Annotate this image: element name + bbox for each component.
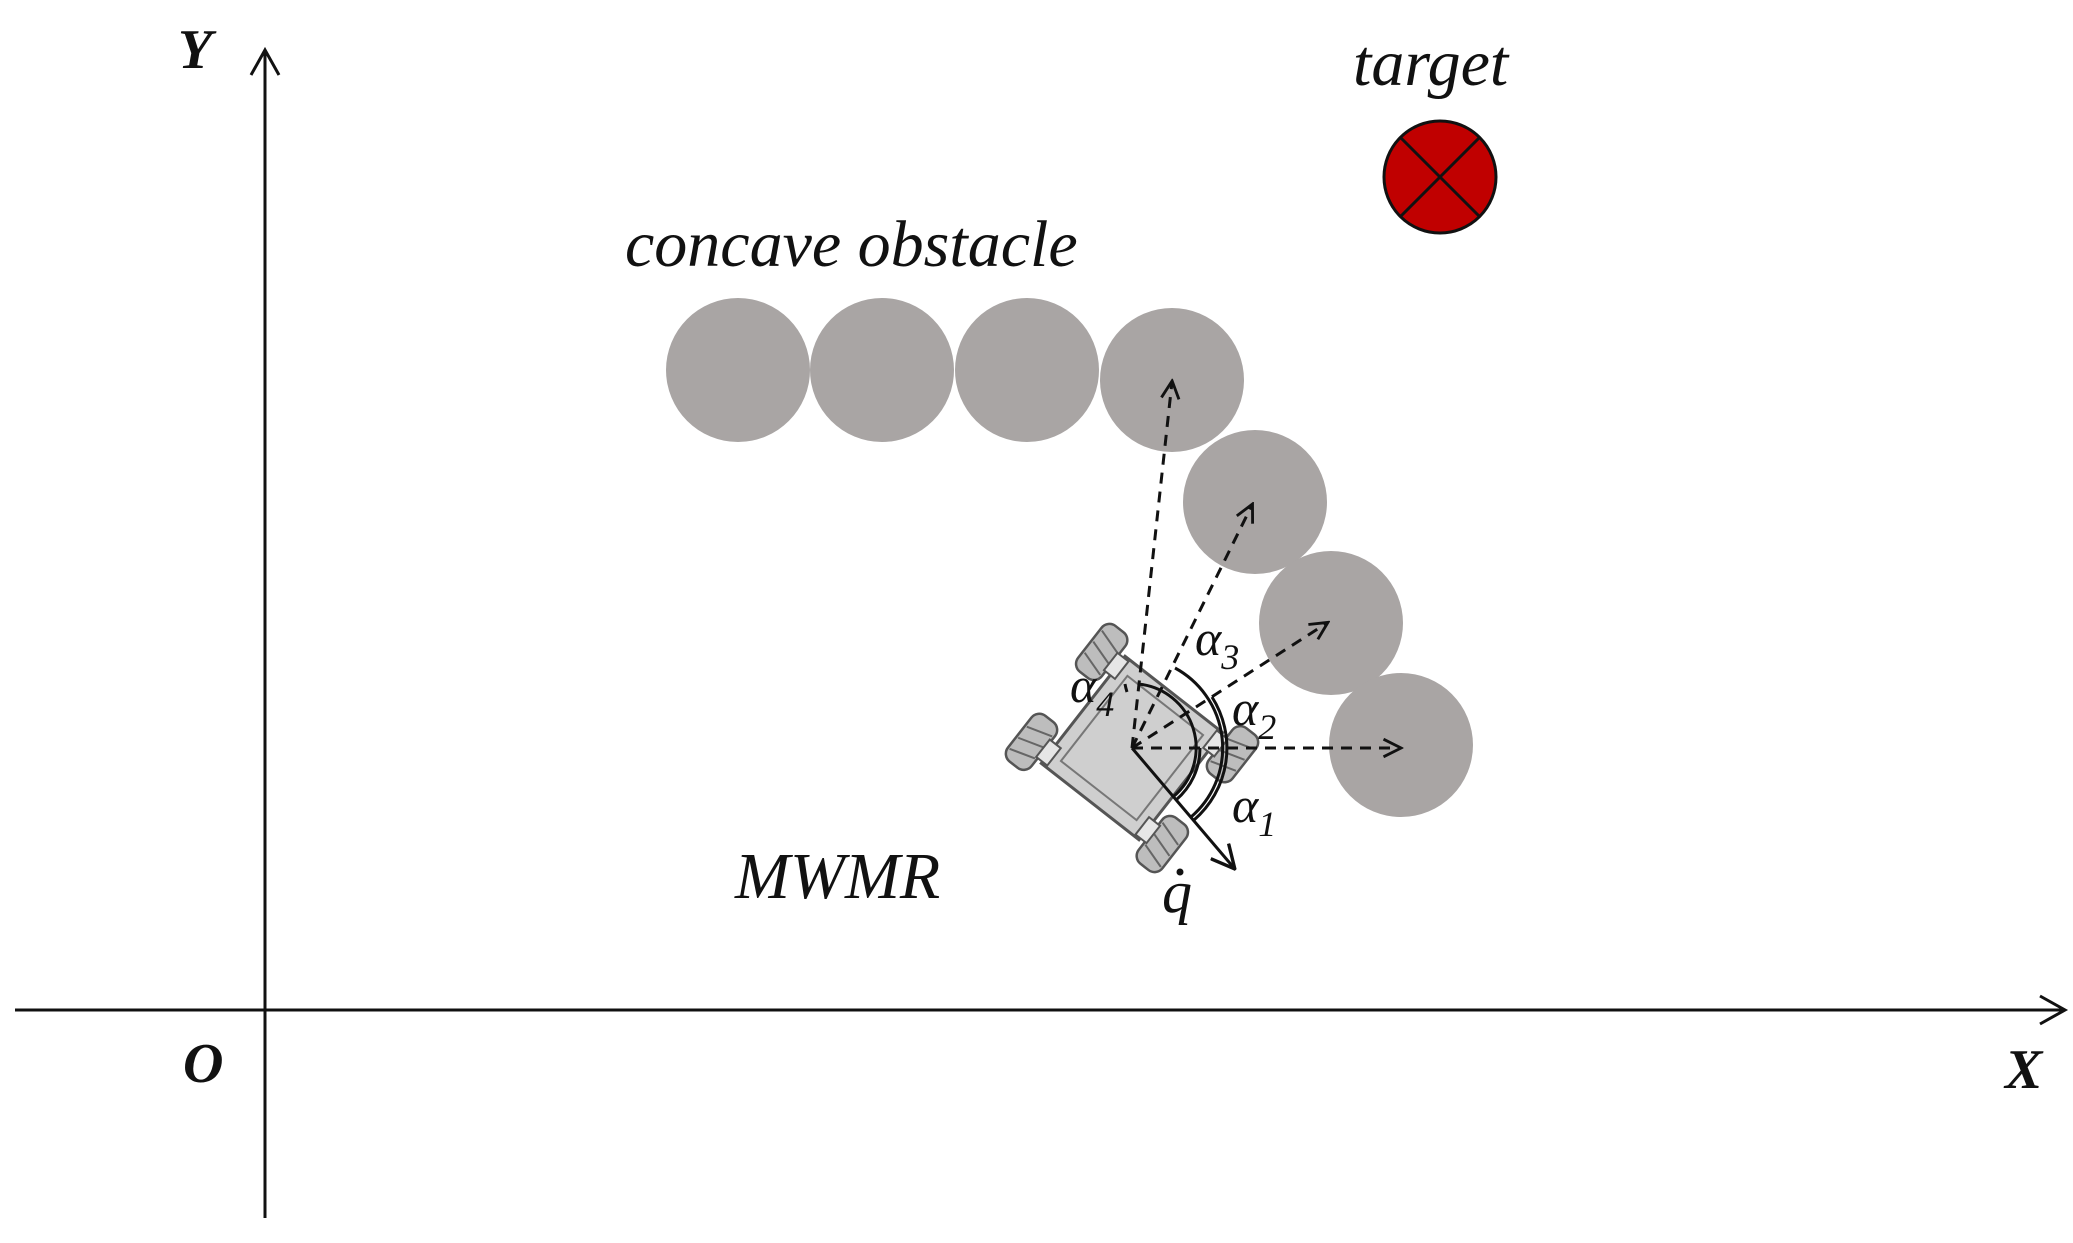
angle-arc-alpha4 <box>1123 683 1129 693</box>
obstacle-circle <box>955 298 1099 442</box>
alpha-2-subscript: 2 <box>1258 707 1276 747</box>
alpha-4-subscript: 4 <box>1096 684 1114 724</box>
obstacle-circle <box>1100 308 1244 452</box>
y-axis-label: Y <box>178 19 217 81</box>
robot-axle-bracket <box>1134 815 1162 845</box>
velocity-label: q <box>1162 859 1192 925</box>
alpha-3-symbol: α <box>1195 610 1223 666</box>
x-axis-arrowhead <box>2039 994 2069 1026</box>
obstacle-circle <box>1183 430 1327 574</box>
obstacle-circle <box>666 298 810 442</box>
coordinate-axes: Y X O <box>15 19 2069 1218</box>
velocity-vector <box>1130 747 1234 868</box>
origin-label: O <box>183 1033 223 1095</box>
x-axis-label: X <box>2003 1039 2044 1101</box>
robot-frame-inner <box>1059 674 1205 822</box>
obstacle-circle <box>810 298 954 442</box>
obstacle-circle <box>1259 551 1403 695</box>
robot-axle-bracket <box>1034 738 1063 767</box>
angle-arc-alpha2 <box>1193 696 1229 822</box>
target-label: target <box>1353 27 1510 100</box>
angle-arc-alpha1 <box>1175 747 1202 802</box>
target-cross-line-2 <box>1398 135 1482 219</box>
angle-arc-alpha4-main <box>1137 682 1198 799</box>
alpha-1-subscript: 1 <box>1258 804 1276 844</box>
alpha-3-label: α3 <box>1195 610 1239 677</box>
sensing-ray-3 <box>1130 505 1252 749</box>
velocity-dot <box>1176 868 1184 876</box>
direction-vectors <box>1123 382 1400 868</box>
sensing-ray-2 <box>1131 623 1327 750</box>
y-axis-arrowhead <box>249 46 281 76</box>
obstacle-label: concave obstacle <box>625 208 1078 281</box>
angle-labels: α1 α2 α3 α4 q <box>1070 610 1276 925</box>
concave-obstacle: concave obstacle <box>625 208 1473 817</box>
alpha-4-symbol: α <box>1070 657 1098 713</box>
alpha-2-label: α2 <box>1232 680 1276 747</box>
alpha-1-label: α1 <box>1232 777 1276 844</box>
angle-arc-alpha3 <box>1174 666 1225 819</box>
robot-label: MWMR <box>734 840 940 913</box>
target-marker: target <box>1353 27 1510 235</box>
alpha-4-label: α4 <box>1070 657 1114 724</box>
alpha-2-symbol: α <box>1232 680 1260 736</box>
alpha-1-symbol: α <box>1232 777 1260 833</box>
obstacle-circle <box>1329 673 1473 817</box>
robot-axle-bracket <box>1102 651 1130 681</box>
alpha-3-subscript: 3 <box>1220 637 1239 677</box>
sensing-ray-4 <box>1130 382 1172 749</box>
